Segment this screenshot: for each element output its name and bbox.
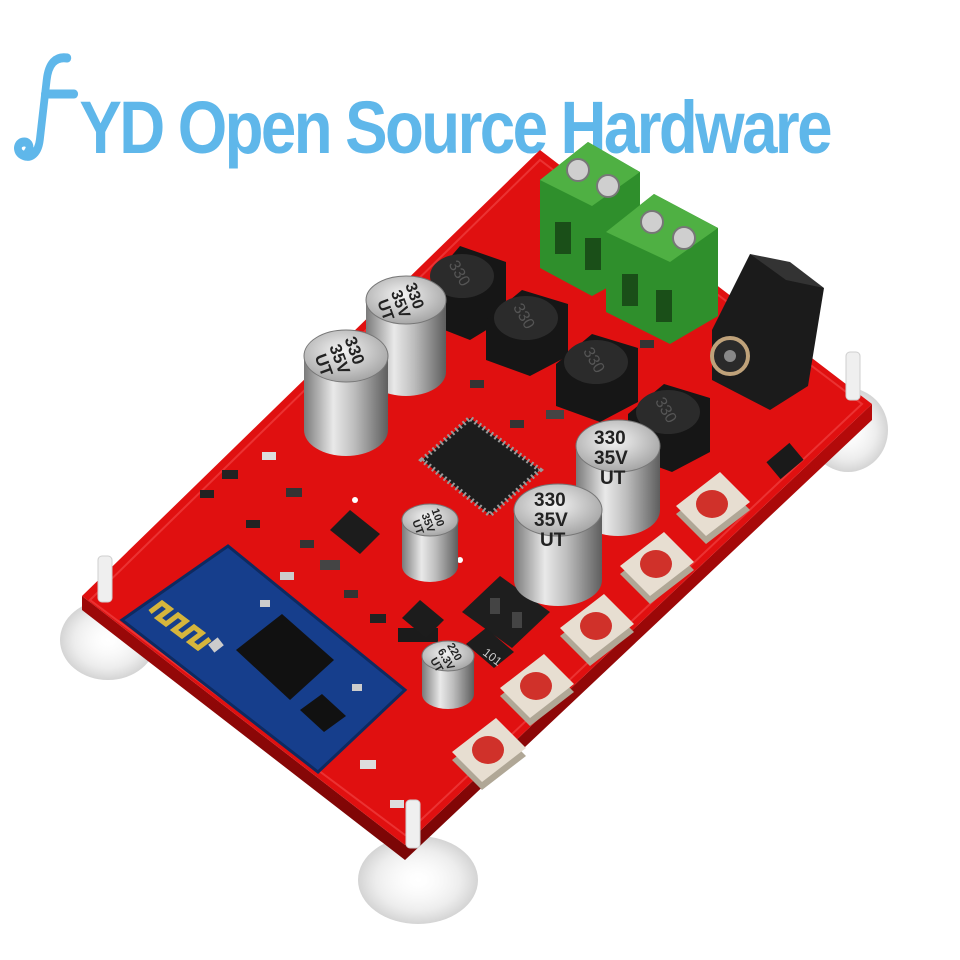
dc-power-jack (710, 254, 824, 410)
svg-text:35V: 35V (594, 448, 628, 469)
push-button (676, 472, 750, 544)
capacitor: 220 6.3V UT (421, 640, 475, 709)
svg-text:UT: UT (373, 297, 396, 323)
push-button (560, 594, 634, 666)
bluetooth-module (119, 544, 408, 774)
capacitor: 330 35V UT (303, 329, 389, 456)
inductor: 330 (486, 290, 568, 376)
svg-text:330: 330 (534, 490, 566, 511)
inductor: 330 (556, 334, 638, 422)
svg-text:UT: UT (409, 518, 425, 536)
svg-text:UT: UT (540, 530, 566, 551)
speaker-terminals (540, 142, 718, 344)
svg-text:330: 330 (594, 428, 626, 449)
svg-text:100: 100 (429, 507, 447, 528)
dip-switch (462, 576, 550, 648)
regulator-ic (330, 510, 380, 554)
smd-components (200, 340, 804, 808)
push-button (500, 654, 574, 726)
svg-text:UT: UT (600, 468, 626, 489)
standoffs (97, 351, 861, 849)
amplifier-ic (418, 414, 544, 519)
capacitor: 100 35V UT (401, 503, 459, 582)
svg-text:35V: 35V (534, 510, 568, 531)
capacitor: 330 35V UT (513, 483, 603, 606)
music-note-icon (14, 53, 79, 161)
screw-terminal (606, 194, 718, 344)
antenna-trace (148, 599, 212, 652)
watermark-text: YD Open Source Hardware (79, 86, 832, 169)
push-button (452, 718, 526, 790)
capacitors: 330 35V UT 330 35V UT 330 35V UT (303, 275, 661, 709)
push-buttons (452, 472, 750, 790)
push-button (620, 532, 694, 604)
watermark: YD Open Source Hardware (14, 50, 832, 170)
